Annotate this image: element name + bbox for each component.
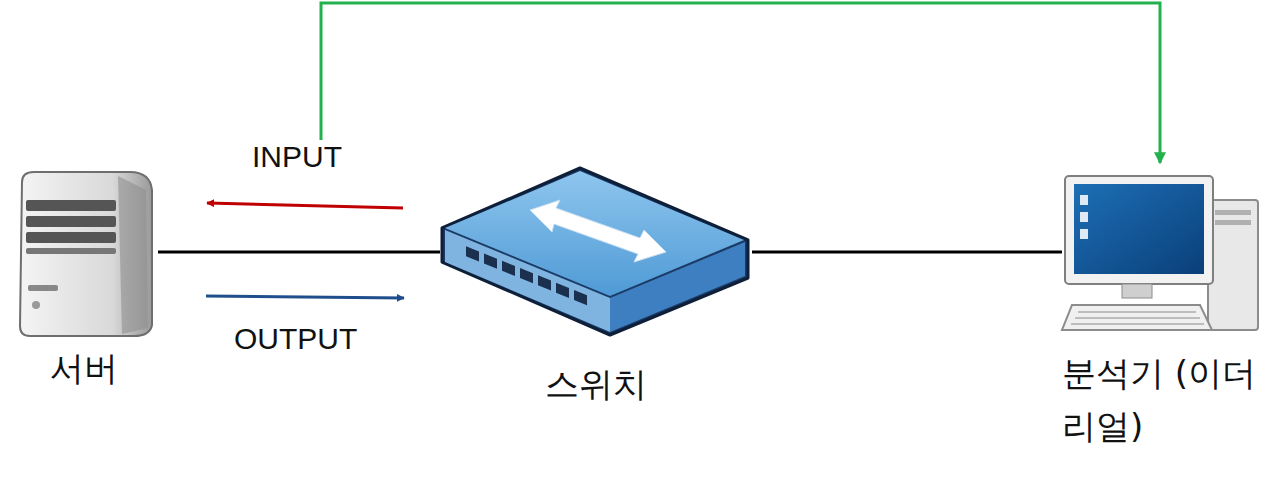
device-label: 분석기 (이더리얼) bbox=[1062, 347, 1262, 452]
input-arrow bbox=[207, 203, 403, 208]
device-label: 스위치 bbox=[440, 358, 752, 411]
output-arrow bbox=[206, 296, 404, 298]
device-label: 서버 bbox=[10, 342, 158, 395]
network-cable bbox=[158, 251, 440, 254]
device-node: 서버 bbox=[10, 170, 158, 399]
switch-icon bbox=[442, 168, 748, 335]
mirror-line bbox=[321, 3, 1160, 163]
device-node: 분석기 (이더리얼) bbox=[1062, 172, 1262, 457]
server-icon bbox=[20, 172, 152, 336]
pc-icon bbox=[1062, 176, 1258, 330]
direction-label: OUTPUT bbox=[232, 322, 359, 356]
network-cable bbox=[752, 251, 1062, 254]
direction-label: INPUT bbox=[250, 140, 344, 174]
device-node: 스위치 bbox=[440, 165, 752, 415]
